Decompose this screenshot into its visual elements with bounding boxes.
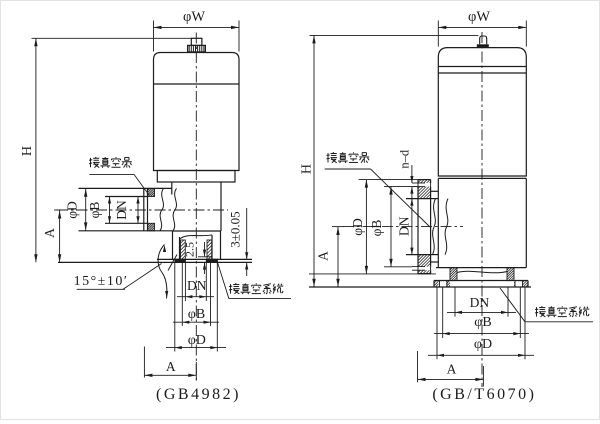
svg-text:φB: φB xyxy=(474,315,491,330)
svg-text:15°±10′: 15°±10′ xyxy=(74,274,129,289)
svg-text:φD: φD xyxy=(188,333,206,348)
svg-text:DN: DN xyxy=(114,200,129,220)
svg-text:φD: φD xyxy=(474,337,492,352)
svg-text:H: H xyxy=(20,146,35,156)
svg-text:(GB/T6070): (GB/T6070) xyxy=(432,386,536,403)
svg-text:φB: φB xyxy=(369,220,384,237)
svg-text:DN: DN xyxy=(470,295,490,310)
svg-text:A: A xyxy=(42,228,57,238)
svg-text:φD: φD xyxy=(350,218,365,236)
svg-text:A: A xyxy=(447,362,457,377)
svg-text:H: H xyxy=(300,164,315,174)
svg-text:DN: DN xyxy=(187,278,207,293)
svg-text:φD: φD xyxy=(65,201,80,219)
svg-text:A: A xyxy=(316,251,331,261)
svg-text:φW: φW xyxy=(468,9,490,25)
svg-text:2.5: 2.5 xyxy=(183,242,197,257)
svg-text:n–d: n–d xyxy=(398,149,412,169)
svg-text:φB: φB xyxy=(87,202,102,219)
svg-text:3±0.05: 3±0.05 xyxy=(228,211,243,247)
svg-text:(GB4982): (GB4982) xyxy=(156,386,241,403)
svg-text:A: A xyxy=(166,359,176,374)
svg-text:DN: DN xyxy=(397,216,412,236)
svg-text:φW: φW xyxy=(183,9,205,25)
